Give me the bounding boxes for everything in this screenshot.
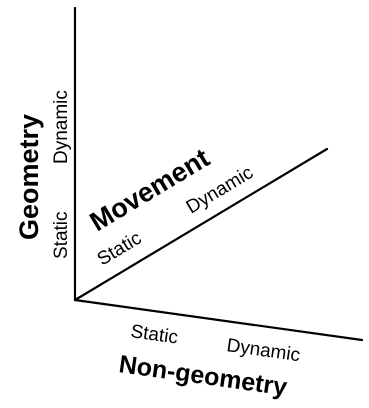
movement-axis-line	[73, 147, 329, 302]
geometry-axis-title: Geometry	[14, 114, 44, 240]
geometry-low-label: Static	[51, 211, 72, 259]
movement-axis-title: Movement	[85, 143, 215, 237]
geometry-high-label: Dynamic	[51, 90, 72, 164]
non-geometry-axis-line	[73, 298, 364, 342]
non-geometry-low-label: Static	[129, 321, 179, 348]
non-geometry-high-label: Dynamic	[225, 335, 301, 366]
